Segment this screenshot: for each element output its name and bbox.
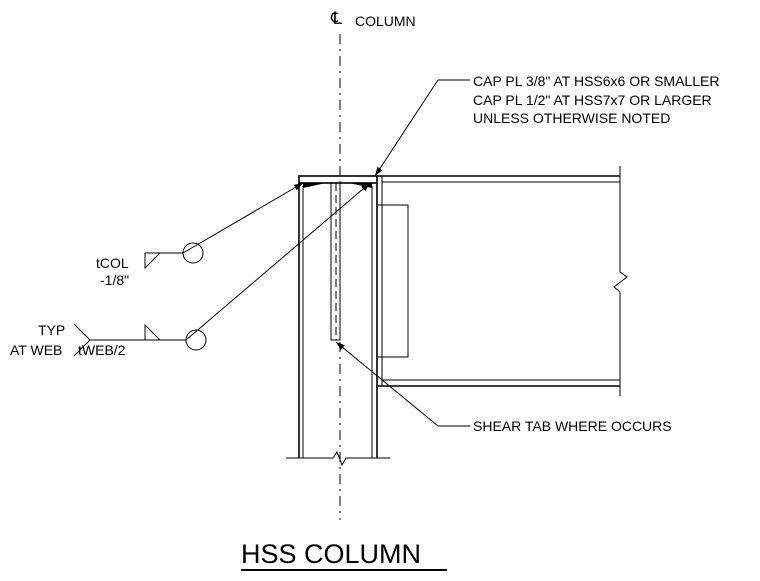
hss-column [286, 183, 390, 467]
shear-tab-note: SHEAR TAB WHERE OCCURS [473, 418, 672, 434]
detail-title: HSS COLUMN [241, 539, 421, 569]
weld-top-sub: -1/8" [100, 272, 129, 288]
cap-plate-leader [374, 79, 470, 177]
weld-top-size: tCOL [96, 255, 129, 271]
weld-typ-label: TYP [38, 322, 65, 338]
cap-note-line-1: CAP PL 3/8" AT HSS6x6 OR SMALLER [473, 73, 719, 89]
cap-note-line-3: UNLESS OTHERWISE NOTED [473, 110, 670, 126]
cap-note-line-2: CAP PL 1/2" AT HSS7x7 OR LARGER [473, 92, 712, 108]
shear-tab [330, 182, 341, 341]
column-label: COLUMN [355, 13, 416, 29]
cap-plate [298, 175, 378, 188]
weld-symbol-bottom [73, 182, 371, 357]
weld-symbol-top [144, 182, 304, 270]
shear-tab-leader [335, 341, 470, 427]
centerline-symbol: ℄ [330, 9, 342, 28]
beam [376, 166, 628, 396]
weld-bottom-size: tWEB/2 [78, 342, 126, 358]
weld-at-web-label: AT WEB [10, 342, 62, 358]
